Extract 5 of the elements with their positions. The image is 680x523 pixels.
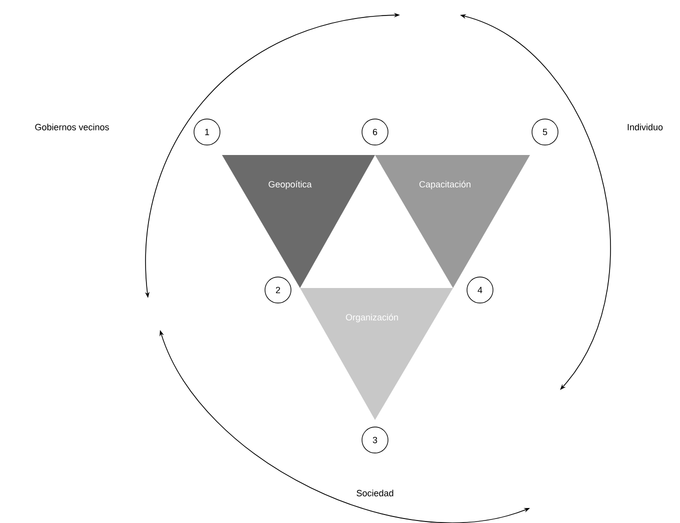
- triangle: Geopoítica: [222, 155, 375, 288]
- side-label: Gobiernos vecinos: [35, 124, 109, 130]
- triangle: Capacitación: [375, 155, 530, 288]
- side-label: Sociedad: [356, 490, 394, 496]
- side-label: Individuo: [628, 124, 663, 130]
